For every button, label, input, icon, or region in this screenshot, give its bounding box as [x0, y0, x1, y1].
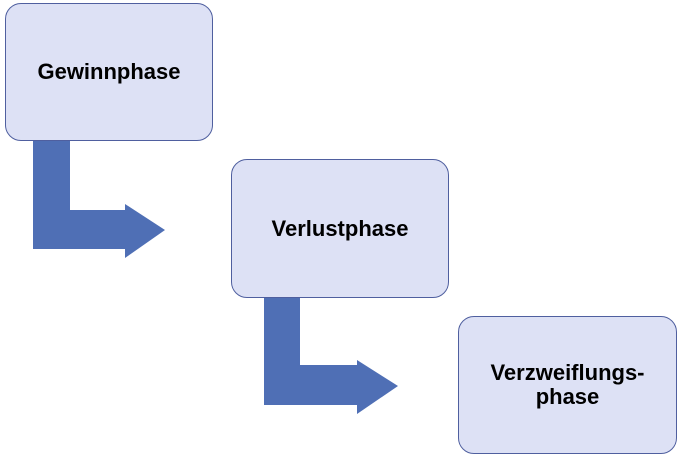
phase-label: Verzweiflungs- phase	[490, 360, 645, 409]
phase-box-gewinnphase: Gewinnphase	[5, 3, 213, 141]
bent-arrow-right-icon	[264, 298, 398, 414]
phase-label: Verlustphase	[271, 215, 409, 241]
phase-label: Gewinnphase	[37, 59, 181, 84]
phase-box-verlustphase: Verlustphase	[231, 159, 449, 298]
phase-box-verzweiflungsphase: Verzweiflungs- phase	[458, 316, 677, 454]
bent-arrow-right-icon	[33, 140, 165, 258]
